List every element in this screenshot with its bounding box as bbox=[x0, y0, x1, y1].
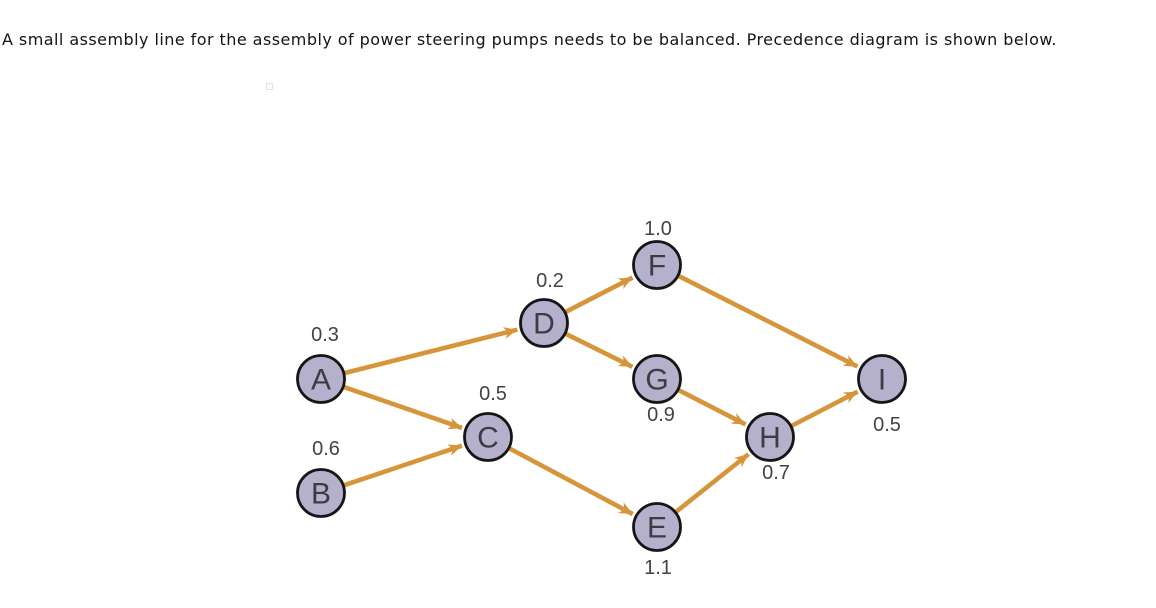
edge-F-I bbox=[677, 274, 859, 369]
node-circle-E bbox=[632, 502, 682, 552]
task-time-B: 0.6 bbox=[312, 438, 340, 460]
node-letter-F: F bbox=[648, 250, 666, 283]
edge-C-E bbox=[508, 446, 634, 517]
node-B: B 0.6 bbox=[296, 438, 346, 518]
node-letter-D: D bbox=[533, 308, 555, 341]
task-time-I: 0.5 bbox=[873, 414, 901, 436]
edge-A-C bbox=[343, 384, 463, 431]
node-E: E 1.1 bbox=[632, 502, 682, 579]
task-time-A: 0.3 bbox=[311, 324, 339, 346]
edge-A-D bbox=[344, 327, 518, 376]
node-circle-I bbox=[857, 354, 907, 404]
node-A: A 0.3 bbox=[296, 324, 346, 404]
node-G: G 0.9 bbox=[632, 354, 682, 426]
task-time-G: 0.9 bbox=[647, 404, 675, 426]
task-time-H: 0.7 bbox=[762, 462, 790, 484]
edge-D-G bbox=[564, 331, 634, 369]
node-letter-G: G bbox=[645, 364, 668, 397]
node-circle-C bbox=[463, 412, 513, 462]
task-time-E: 1.1 bbox=[644, 557, 672, 579]
node-circle-F bbox=[632, 240, 682, 290]
node-circle-G bbox=[632, 354, 682, 404]
node-F: F 1.0 bbox=[632, 218, 682, 290]
node-circle-D bbox=[519, 298, 569, 348]
node-letter-C: C bbox=[477, 422, 499, 455]
edge-B-C bbox=[343, 443, 463, 488]
node-D: D 0.2 bbox=[519, 270, 569, 348]
node-circle-A bbox=[296, 354, 346, 404]
node-circle-H bbox=[745, 412, 795, 462]
node-letter-I: I bbox=[878, 364, 886, 397]
node-C: C 0.5 bbox=[463, 383, 513, 462]
edge-D-F bbox=[564, 275, 634, 314]
task-time-C: 0.5 bbox=[479, 383, 507, 405]
edge-G-H bbox=[677, 388, 747, 427]
problem-statement: A small assembly line for the assembly o… bbox=[2, 30, 1057, 49]
node-H: H 0.7 bbox=[745, 412, 795, 484]
node-I: I 0.5 bbox=[857, 354, 907, 436]
task-time-F: 1.0 bbox=[644, 218, 672, 240]
task-time-D: 0.2 bbox=[536, 270, 564, 292]
node-letter-B: B bbox=[311, 478, 331, 511]
edge-E-H bbox=[674, 452, 750, 514]
edge-H-I bbox=[790, 389, 859, 428]
stray-artifact-dot bbox=[266, 83, 273, 90]
node-letter-E: E bbox=[647, 512, 667, 545]
node-circle-B bbox=[296, 468, 346, 518]
node-letter-H: H bbox=[759, 422, 781, 455]
node-letter-A: A bbox=[311, 364, 331, 397]
